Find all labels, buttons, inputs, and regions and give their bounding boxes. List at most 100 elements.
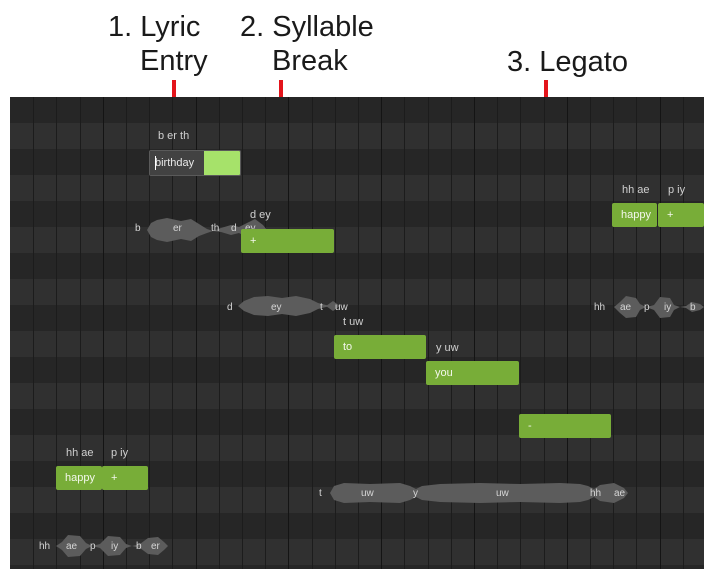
waveform-shape: [330, 483, 628, 503]
wave-label: t: [319, 488, 322, 499]
pitch-lane: [10, 279, 704, 305]
grid-line: [567, 97, 568, 569]
grid-line: [33, 97, 34, 569]
wave-label: ey: [271, 302, 282, 313]
callout-lyric-entry-line1: 1. Lyric: [108, 11, 201, 43]
text-caret: [155, 156, 156, 170]
grid-line: [590, 97, 591, 569]
waveform-shape: [326, 301, 340, 311]
wave-label: d: [231, 223, 237, 234]
wave-label: uw: [335, 302, 348, 313]
edit-phonemes: b er th: [158, 130, 190, 142]
grid-line: [242, 97, 243, 569]
wave-label: ey: [245, 223, 256, 234]
phonemes-you: y uw: [436, 342, 459, 354]
wave-label: ae: [614, 488, 626, 499]
grid-line: [56, 97, 57, 569]
waveform-shape: [238, 296, 334, 316]
note-happy-left-plus[interactable]: +: [102, 466, 148, 490]
wave-label: iy: [111, 541, 119, 552]
pitch-lane: [10, 435, 704, 461]
wave-label: er: [173, 223, 182, 234]
wave-label: hh: [39, 541, 51, 552]
wave-label: ae: [66, 541, 78, 552]
grid-line: [520, 97, 521, 569]
callout-syllable-break-line2: Break: [272, 45, 348, 77]
pitch-lane: [10, 539, 704, 565]
pitch-lane: [10, 513, 704, 539]
selected-note-tail[interactable]: [204, 151, 240, 175]
wave-label: iy: [664, 302, 672, 313]
grid-line: [149, 97, 150, 569]
lyric-input[interactable]: birthday: [150, 151, 204, 175]
grid-line: [335, 97, 336, 569]
note-to[interactable]: to: [334, 335, 426, 359]
wave-label: th: [211, 223, 220, 234]
phonemes-to: t uw: [343, 316, 364, 328]
wave-label: uw: [496, 488, 509, 499]
pitch-lane: [10, 97, 704, 123]
callout-legato: 3. Legato: [507, 45, 628, 79]
wave-label: b: [690, 302, 696, 313]
waveform-shape: [147, 218, 267, 242]
grid-line: [265, 97, 266, 569]
grid-line: [428, 97, 429, 569]
phonemes-happy-right-1: hh ae: [622, 184, 650, 196]
callout-lyric-entry: 1. Lyric Entry: [108, 10, 208, 78]
phonemes-happy-right-2: p iy: [668, 184, 686, 196]
phonemes-dey: d ey: [250, 209, 271, 221]
wave-label: p: [644, 302, 650, 313]
callout-syllable-break-line1: 2. Syllable: [240, 11, 374, 43]
grid-line: [103, 97, 104, 569]
phonemes-happy-left-2: p iy: [111, 447, 129, 459]
waveform-shape: [614, 296, 704, 318]
grid-line: [660, 97, 661, 569]
pitch-lane: [10, 383, 704, 409]
piano-roll[interactable]: b er th d ey b er th birthday d ey + hh …: [10, 97, 704, 569]
grid-line: [80, 97, 81, 569]
wave-label: hh: [590, 488, 602, 499]
grid-line: [381, 97, 382, 569]
callout-legato-line1: 3. Legato: [507, 46, 628, 78]
callout-syllable-break: 2. Syllable Break: [240, 10, 374, 78]
pitch-lane: [10, 149, 704, 175]
wave-label: y: [413, 488, 418, 499]
grid-line: [544, 97, 545, 569]
pitch-lane: [10, 305, 704, 331]
pitch-lane: [10, 227, 704, 253]
wave-label: t: [320, 302, 323, 313]
pitch-lane: [10, 565, 704, 569]
note-happy-left[interactable]: happy: [56, 466, 102, 490]
wave-label: d: [227, 302, 233, 313]
grid-line: [636, 97, 637, 569]
grid-line: [474, 97, 475, 569]
note-legato[interactable]: -: [519, 414, 611, 438]
note-happy-right[interactable]: happy: [612, 203, 657, 227]
grid-line: [126, 97, 127, 569]
note-syllable-break[interactable]: +: [241, 229, 334, 253]
pitch-lane: [10, 357, 704, 383]
lyric-edit-box[interactable]: birthday: [149, 150, 241, 176]
grid-line: [404, 97, 405, 569]
wave-label: p: [90, 541, 96, 552]
grid-line: [451, 97, 452, 569]
note-happy-right-plus[interactable]: +: [658, 203, 704, 227]
wave-label: b: [135, 223, 141, 234]
grid-line: [683, 97, 684, 569]
wave-label: hh: [594, 302, 606, 313]
pitch-lane: [10, 201, 704, 227]
grid-line: [196, 97, 197, 569]
pitch-lane: [10, 123, 704, 149]
waveform-shape: [56, 535, 168, 557]
grid-line: [172, 97, 173, 569]
wave-label: b: [136, 541, 142, 552]
grid-line: [312, 97, 313, 569]
wave-label: uw: [361, 488, 374, 499]
grid-line: [497, 97, 498, 569]
grid-line: [358, 97, 359, 569]
phonemes-happy-left-1: hh ae: [66, 447, 94, 459]
note-you[interactable]: you: [426, 361, 519, 385]
callout-lyric-entry-line2: Entry: [140, 45, 208, 77]
wave-label: er: [151, 541, 160, 552]
grid-line: [288, 97, 289, 569]
